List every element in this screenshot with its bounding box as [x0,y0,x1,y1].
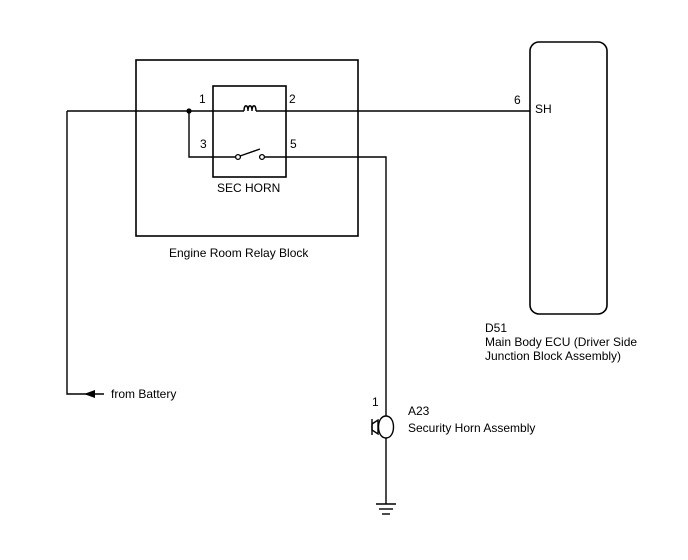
ecu-connector-code: D51 [485,321,507,335]
ecu-name-line1: Main Body ECU (Driver Side [485,335,637,349]
horn-bell-icon [371,418,379,436]
horn-pin-number: 1 [372,395,379,409]
ecu-name-line2: Junction Block Assembly) [485,349,621,363]
ecu-box [529,41,608,315]
horn-name: Security Horn Assembly [408,421,535,435]
relay-contact-right [258,153,266,161]
relay-pin-1: 1 [199,92,206,106]
ground-icon [376,503,396,515]
wire-pin5-to-horn [264,156,387,416]
sec-horn-relay-box [212,85,287,178]
ecu-pin-number: 6 [514,93,521,107]
relay-block-box [135,59,359,237]
relay-coil [243,105,257,112]
wire-battery-feed [66,111,104,395]
horn-connector-code: A23 [408,404,430,418]
relay-switch-arm [239,148,261,157]
battery-arrow-icon [84,390,95,398]
relay-pin-2: 2 [289,92,296,106]
ecu-pin-name: SH [535,102,552,116]
relay-pin-3: 3 [200,137,207,151]
horn-icon [377,415,395,439]
relay-block-label: Engine Room Relay Block [169,246,309,260]
sec-horn-relay-label: SEC HORN [217,181,280,195]
wire-junction-to-pin3 [188,111,236,158]
relay-contact-left [234,153,242,161]
battery-label: from Battery [111,387,176,401]
relay-pin-5: 5 [290,137,297,151]
